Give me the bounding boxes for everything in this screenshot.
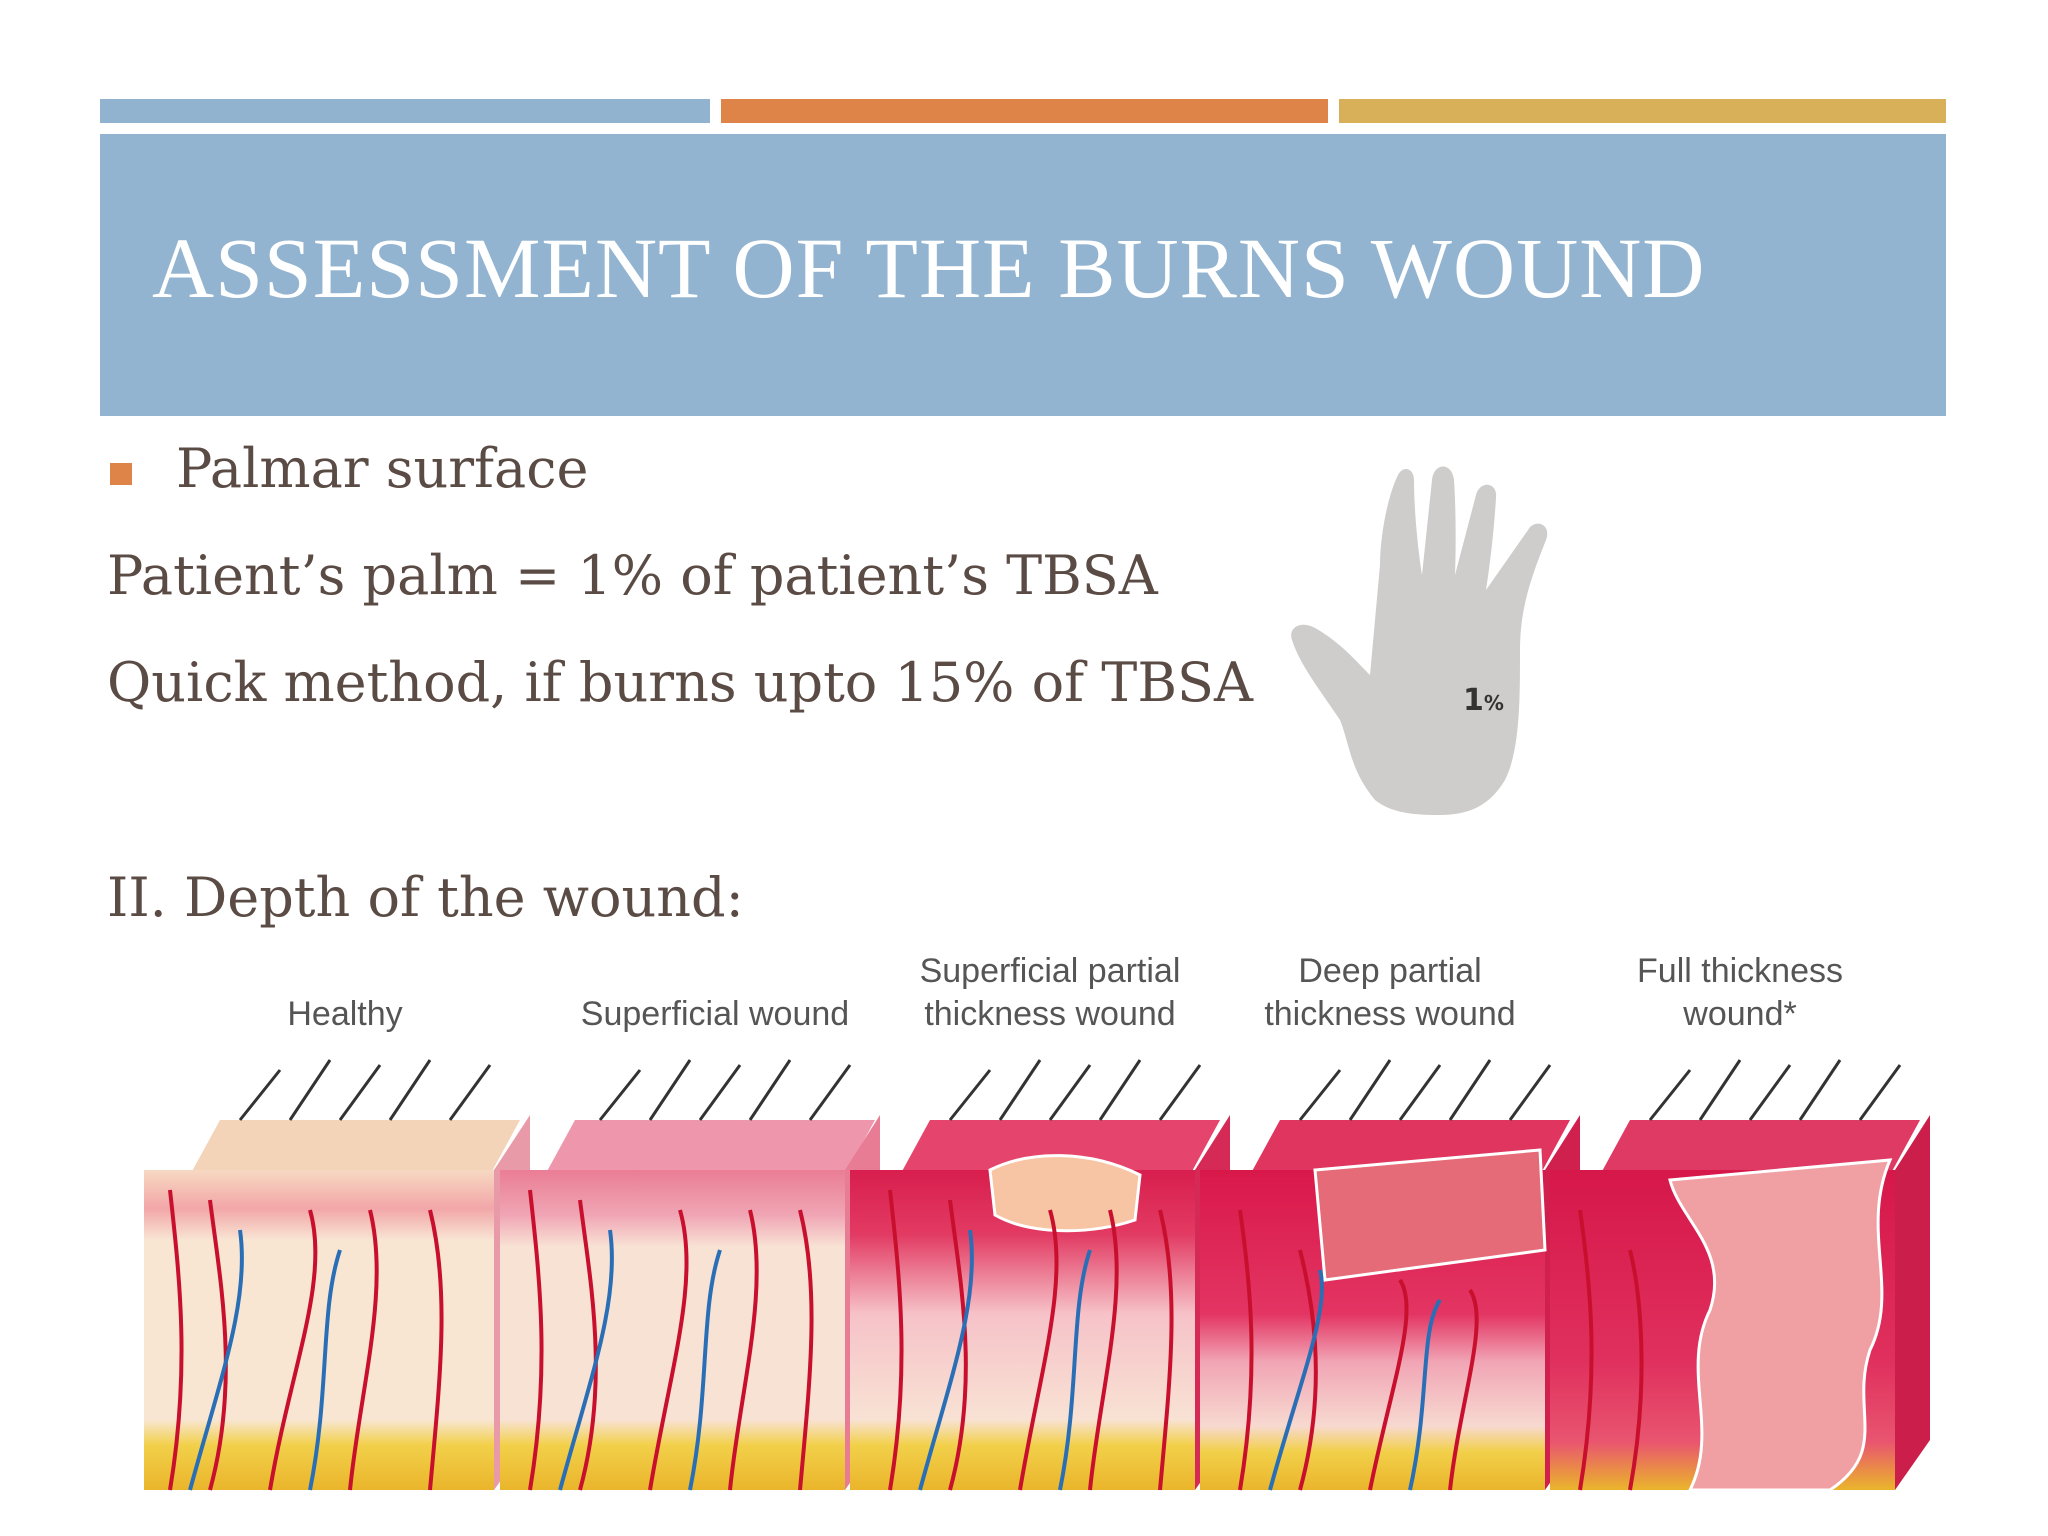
palm-rule-text: Patient’s palm = 1% of patient’s TBSA	[107, 544, 1158, 607]
hand-icon: 1%	[1291, 466, 1548, 815]
skin-block-superficial-partial	[850, 1059, 1230, 1491]
skin-blocks	[144, 1059, 1930, 1492]
stage-label-superficial-partial: Superficial partial thickness wound	[919, 952, 1181, 1033]
stage-label-superficial: Superficial wound	[580, 995, 850, 1033]
slide-title: ASSESSMENT OF THE BURNS WOUND	[152, 220, 1706, 316]
accent-bar-blue	[100, 99, 710, 123]
accent-bar-orange	[721, 99, 1328, 123]
bullet-palmar-surface: Palmar surface	[176, 437, 589, 500]
stage-label-deep-partial: Deep partial thickness wound	[1264, 952, 1516, 1033]
hand-percent-label: 1%	[1463, 683, 1504, 718]
stage-label-full-thickness: Full thickness wound*	[1637, 952, 1843, 1033]
quick-method-text: Quick method, if burns upto 15% of TBSA	[107, 651, 1253, 714]
accent-bar-gold	[1339, 99, 1946, 123]
skin-block-healthy	[144, 1059, 530, 1491]
hand-illustration: 1%	[1280, 450, 1640, 820]
title-band: ASSESSMENT OF THE BURNS WOUND	[100, 134, 1946, 416]
skin-block-full-thickness	[1550, 1059, 1930, 1492]
stage-label-healthy: Healthy	[287, 995, 403, 1033]
palm-shape	[1291, 466, 1548, 815]
skin-block-deep-partial	[1200, 1059, 1580, 1491]
depth-heading: II. Depth of the wound:	[107, 866, 744, 929]
skin-block-superficial	[500, 1059, 880, 1491]
burn-depth-diagram: Healthy Superficial wound Superficial pa…	[130, 950, 1950, 1536]
bullet-square-icon	[110, 463, 132, 485]
